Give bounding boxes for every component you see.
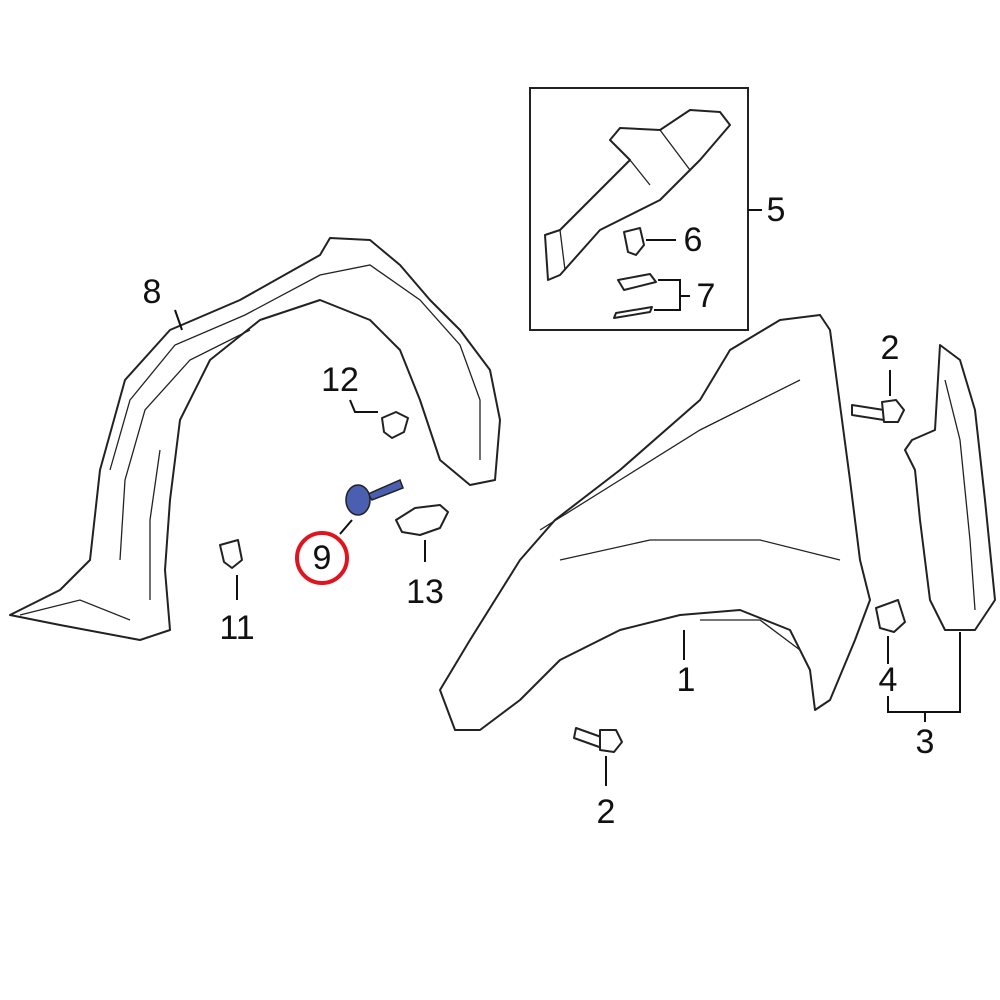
callout-1: 1 <box>676 661 696 699</box>
callout-9: 9 <box>312 539 332 577</box>
part-12-clip <box>381 411 409 439</box>
callout-4: 4 <box>878 661 898 699</box>
part-7-tape <box>613 306 653 319</box>
callout-8: 8 <box>142 273 162 311</box>
leader-12 <box>349 399 378 413</box>
callout-12: 12 <box>321 361 359 399</box>
callout-2-bottom: 2 <box>596 793 616 831</box>
part-8-fender-liner <box>9 237 501 641</box>
part-2-bolt-top-head <box>881 399 905 423</box>
highlight-ring <box>295 531 349 585</box>
callout-7: 7 <box>696 277 716 315</box>
leader-9 <box>339 519 353 535</box>
callout-2-top: 2 <box>880 329 900 367</box>
callout-11: 11 <box>219 609 255 647</box>
leader-3-4 <box>887 632 961 722</box>
part-9-screw-shank <box>366 478 404 501</box>
part-2-bolt-top-shank <box>851 404 885 421</box>
callout-13: 13 <box>406 573 444 611</box>
part-2-bolt-bottom-head <box>599 729 623 753</box>
part-1-fender <box>439 314 871 731</box>
callout-5: 5 <box>766 191 786 229</box>
part-11-clip <box>219 539 243 569</box>
callout-3: 3 <box>915 723 935 761</box>
part-13-clip <box>395 504 449 536</box>
leader-8 <box>174 309 183 331</box>
part-4-clip <box>875 599 906 633</box>
part-6-clip <box>623 227 645 256</box>
leader-7 <box>654 279 690 311</box>
part-5-bracket <box>544 109 731 281</box>
part-9-screw-head <box>345 484 371 516</box>
part-7-pad <box>617 273 657 291</box>
part-3-seal <box>904 344 996 631</box>
callout-6: 6 <box>683 221 703 259</box>
